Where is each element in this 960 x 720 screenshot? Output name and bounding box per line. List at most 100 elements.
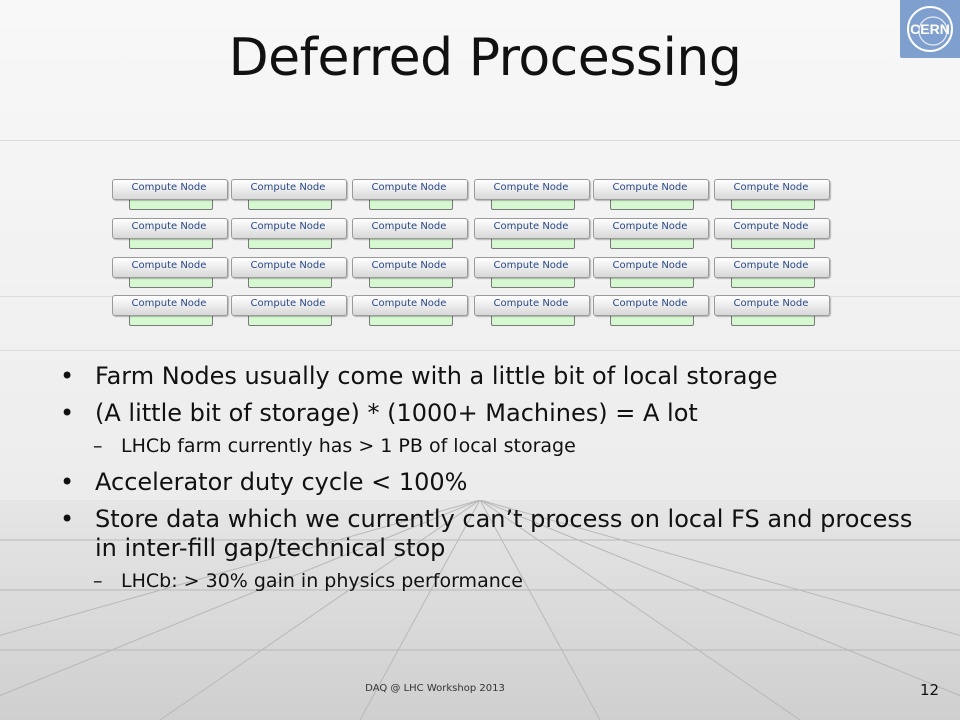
compute-node-box [352, 257, 468, 278]
cern-logo: CERN [900, 0, 960, 58]
compute-node-box [714, 179, 830, 200]
slide-background-top [0, 0, 960, 500]
compute-node-label: Compute Node [371, 221, 447, 232]
compute-node-box [474, 257, 590, 278]
compute-node-box [112, 295, 228, 316]
compute-node-box [714, 295, 830, 316]
perspective-grid [0, 500, 960, 720]
compute-node-label: Compute Node [612, 298, 688, 309]
compute-node: Compute Node [352, 218, 468, 254]
compute-node: Compute Node [593, 257, 709, 293]
bullet-text: Farm Nodes usually come with a little bi… [95, 362, 778, 390]
page-number: 12 [920, 681, 940, 699]
bullet-item: • Store data which we currently can’t pro… [60, 505, 920, 563]
compute-node-label: Compute Node [493, 260, 569, 271]
bullet-dot: • [60, 362, 75, 390]
compute-node: Compute Node [714, 257, 830, 293]
compute-node-box [352, 295, 468, 316]
compute-node: Compute Node [112, 295, 228, 331]
compute-node-box [352, 218, 468, 239]
compute-node: Compute Node [231, 218, 347, 254]
compute-node-label: Compute Node [131, 182, 207, 193]
bullet-text: Store data which we currently can’t proc… [95, 505, 913, 562]
sub-bullet-text: LHCb farm currently has > 1 PB of local … [121, 435, 576, 457]
bullet-item: • Accelerator duty cycle < 100% [60, 468, 920, 497]
compute-node-box [714, 218, 830, 239]
compute-node-label: Compute Node [371, 298, 447, 309]
sub-bullet-dash: – [93, 570, 103, 592]
compute-node: Compute Node [112, 179, 228, 215]
compute-node-box [231, 179, 347, 200]
compute-node-label: Compute Node [371, 182, 447, 193]
bullet-text: Accelerator duty cycle < 100% [95, 468, 468, 496]
slide-footer: DAQ @ LHC Workshop 2013 [365, 683, 505, 694]
bullet-dot: • [60, 468, 75, 496]
compute-node-box [714, 257, 830, 278]
compute-node-box [593, 295, 709, 316]
compute-node-box [352, 179, 468, 200]
compute-node: Compute Node [714, 179, 830, 215]
compute-node: Compute Node [474, 295, 590, 331]
slide-title: Deferred Processing [228, 28, 742, 88]
compute-node: Compute Node [474, 179, 590, 215]
compute-node-box [231, 218, 347, 239]
bullet-dot: • [60, 399, 75, 427]
compute-node-label: Compute Node [250, 221, 326, 232]
compute-node: Compute Node [474, 218, 590, 254]
bullet-list: • Farm Nodes usually come with a little b… [60, 362, 920, 603]
compute-node-label: Compute Node [371, 260, 447, 271]
slide-background-bottom [0, 500, 960, 720]
compute-node-label: Compute Node [733, 298, 809, 309]
compute-node-label: Compute Node [612, 221, 688, 232]
sub-bullet-dash: – [93, 435, 103, 457]
compute-node: Compute Node [714, 218, 830, 254]
bullet-item: • Farm Nodes usually come with a little b… [60, 362, 920, 391]
compute-node: Compute Node [352, 179, 468, 215]
compute-node-label: Compute Node [131, 298, 207, 309]
compute-node: Compute Node [352, 295, 468, 331]
compute-node: Compute Node [714, 295, 830, 331]
compute-node-label: Compute Node [131, 260, 207, 271]
logo-text: CERN [910, 21, 950, 37]
sub-bullet-text: LHCb: > 30% gain in physics performance [121, 570, 523, 592]
compute-node-label: Compute Node [250, 260, 326, 271]
compute-node: Compute Node [231, 179, 347, 215]
compute-node: Compute Node [593, 179, 709, 215]
compute-node-box [593, 218, 709, 239]
compute-node-box [112, 218, 228, 239]
compute-node: Compute Node [231, 295, 347, 331]
compute-node: Compute Node [593, 218, 709, 254]
compute-node: Compute Node [112, 218, 228, 254]
bullet-item: •(A little bit of storage) * (1000+ Mach… [60, 399, 920, 428]
compute-node-label: Compute Node [493, 182, 569, 193]
bullet-dot: • [60, 505, 75, 533]
compute-node: Compute Node [474, 257, 590, 293]
compute-node-label: Compute Node [250, 182, 326, 193]
compute-node: Compute Node [593, 295, 709, 331]
sub-bullet-item: –LHCb farm currently has > 1 PB of local… [60, 434, 920, 458]
compute-node-label: Compute Node [493, 298, 569, 309]
compute-node-label: Compute Node [493, 221, 569, 232]
compute-node: Compute Node [231, 257, 347, 293]
compute-node-label: Compute Node [733, 260, 809, 271]
compute-node-box [474, 179, 590, 200]
compute-node: Compute Node [112, 257, 228, 293]
compute-node-box [593, 257, 709, 278]
compute-node-label: Compute Node [131, 221, 207, 232]
compute-node-label: Compute Node [733, 182, 809, 193]
compute-node-box [593, 179, 709, 200]
background-line [0, 350, 960, 351]
compute-node-label: Compute Node [250, 298, 326, 309]
compute-node-box [112, 179, 228, 200]
compute-node-box [231, 295, 347, 316]
compute-node-box [474, 218, 590, 239]
sub-bullet-item: –LHCb: > 30% gain in physics performance [60, 569, 920, 593]
cern-logo-icon: CERN [907, 6, 953, 52]
compute-node-label: Compute Node [733, 221, 809, 232]
compute-node-box [231, 257, 347, 278]
compute-node-box [474, 295, 590, 316]
compute-node-label: Compute Node [612, 182, 688, 193]
compute-node-box [112, 257, 228, 278]
compute-node-label: Compute Node [612, 260, 688, 271]
